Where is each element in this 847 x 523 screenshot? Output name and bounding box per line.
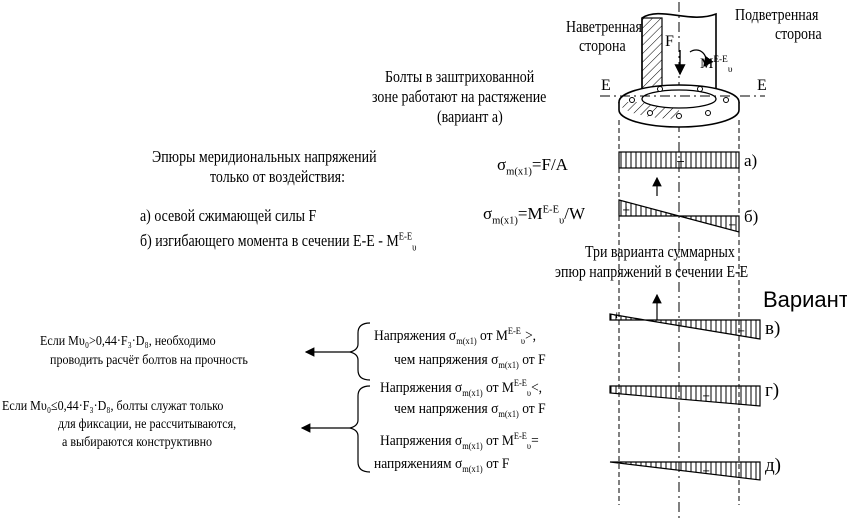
moment-label: ME-Eυ	[700, 55, 733, 75]
conclusion-top-line2: проводить расчёт болтов на прочность	[50, 353, 248, 368]
meridional-heading-1: Эпюры меридиональных напряжений	[152, 147, 377, 166]
bolt-hole	[647, 110, 653, 116]
brace-top	[349, 322, 371, 381]
bolt-hole	[705, 110, 711, 116]
epure-v: + −	[609, 311, 761, 340]
svg-text:−: −	[702, 391, 710, 402]
conclusion-bottom-line1: Если Mυ₀≤0,44·F₃·D₈, болты служат только	[2, 399, 224, 414]
section-label-left: E	[601, 77, 611, 94]
bolt-hole	[657, 86, 663, 92]
epure-a-letter: а)	[744, 151, 758, 170]
force-label: F	[665, 33, 674, 50]
conclusion-bottom-line2: для фиксации, не рассчитываются,	[58, 417, 237, 432]
bolts-note-line1: Болты в заштрихованной	[385, 67, 535, 86]
epure-a: −	[618, 151, 740, 169]
leeward-label: Подветренная	[735, 5, 819, 24]
variant-letter-g: г)	[765, 380, 780, 401]
windward-label-2: сторона	[579, 36, 626, 55]
bolt-hole	[629, 97, 635, 103]
formula-b: σm(x1)=ME-Eυ/W	[483, 204, 585, 227]
windward-label: Наветренная	[566, 17, 642, 36]
variants-title: Варианты	[763, 287, 847, 312]
epure-b-letter: б)	[744, 207, 759, 226]
variant-letter-v: в)	[765, 318, 781, 339]
condition-v-line2: чем напряжения σm(x1) от F	[394, 352, 546, 371]
conclusion-bottom-line3: а выбираются конструктивно	[62, 435, 213, 450]
leeward-label-2: сторона	[775, 24, 822, 43]
tower-column	[641, 2, 717, 520]
meridional-item-b: б) изгибающего момента в сечении E-E - M…	[140, 231, 417, 254]
formula-a: σm(x1)=F/A	[497, 155, 568, 178]
condition-g-line1: Напряжения σm(x1) от ME-Eυ<,	[380, 379, 543, 399]
bolt-hole	[697, 86, 703, 92]
moment-arrow	[689, 49, 714, 68]
flange	[618, 84, 740, 128]
condition-v-line1: Напряжения σm(x1) от ME-Eυ>,	[374, 327, 537, 347]
meridional-heading-2: только от воздействия:	[210, 167, 345, 186]
bolts-note-line2: зоне работают на растяжение	[372, 87, 547, 106]
summary-heading-1: Три варианта суммарных	[585, 242, 735, 261]
epure-b: + −	[618, 199, 740, 233]
variant-letter-d: д)	[765, 455, 781, 476]
condition-g-line2: чем напряжения σm(x1) от F	[394, 401, 546, 420]
svg-text:+: +	[613, 311, 621, 321]
svg-text:−: −	[676, 155, 685, 168]
bolt-hole	[723, 97, 729, 103]
condition-d-line1: Напряжения σm(x1) от ME-Eυ=	[380, 432, 539, 452]
svg-text:−: −	[702, 466, 710, 477]
svg-text:−: −	[737, 326, 745, 337]
bolt-hole	[676, 113, 682, 119]
bolts-note-line3: (вариант а)	[437, 107, 503, 126]
condition-d-line2: напряжениям σm(x1) от F	[374, 456, 510, 475]
summary-heading-2: эпюр напряжений в сечении E-E	[555, 262, 749, 281]
epure-g: −	[609, 385, 761, 407]
epure-d: −	[609, 461, 761, 481]
meridional-item-a: а) осевой сжимающей силы F	[140, 206, 317, 225]
brace-bottom	[349, 385, 371, 473]
svg-text:+: +	[622, 205, 630, 216]
section-label-right: E	[757, 77, 767, 94]
conclusion-top-line1: Если Mυ₀>0,44·F₃·D₈, необходимо	[40, 334, 216, 349]
svg-text:−: −	[728, 220, 736, 231]
